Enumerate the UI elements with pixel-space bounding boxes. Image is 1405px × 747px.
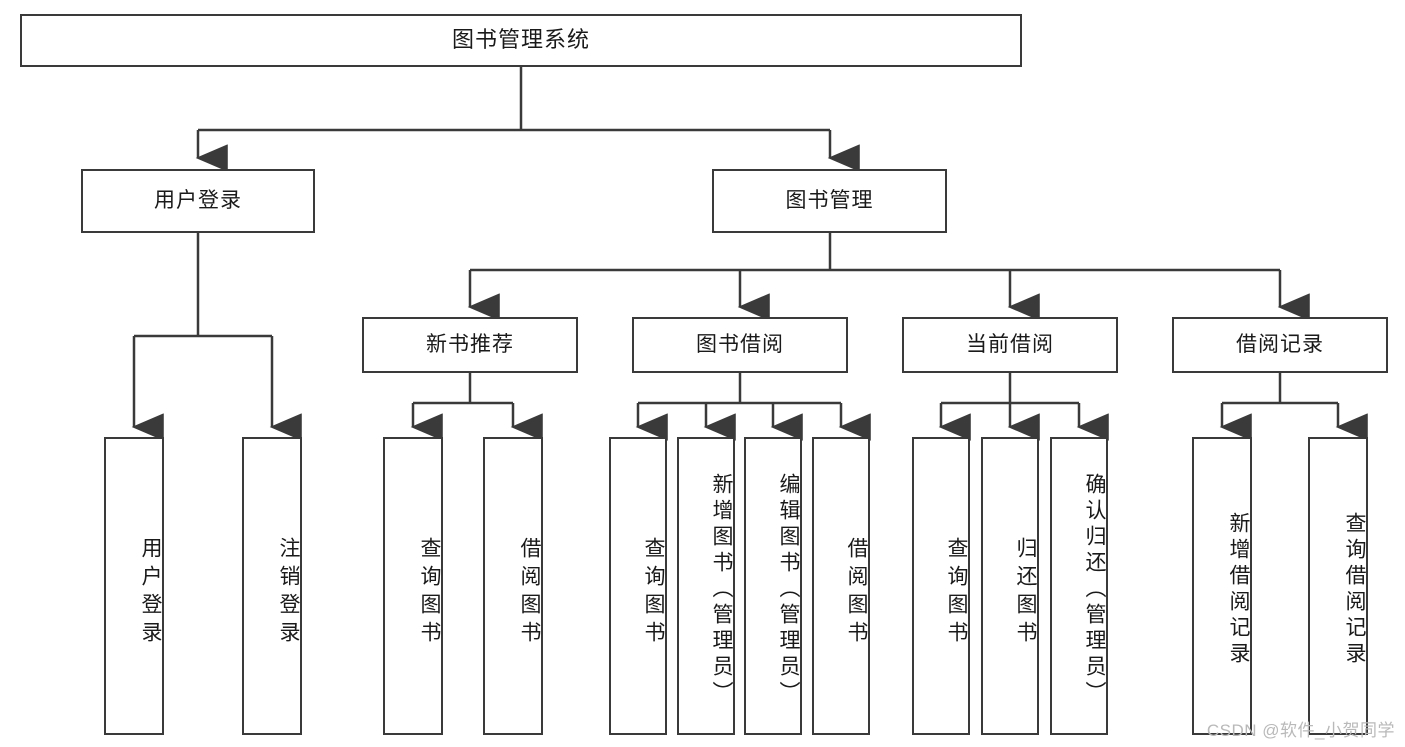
- node-book-management[interactable]: 图书管理: [712, 169, 947, 233]
- leaf-new-book-query[interactable]: 查询图书: [383, 437, 443, 735]
- leaf-current-return-book[interactable]: 归还图书: [981, 437, 1039, 735]
- csdn-watermark: CSDN @软件_小贺同学: [1206, 721, 1395, 740]
- leaf-record-add-record[interactable]: 新增借阅记录: [1192, 437, 1252, 735]
- leaf-current-confirm-return-admin[interactable]: 确认归还（管理员）: [1050, 437, 1108, 735]
- leaf-current-query-book[interactable]: 查询图书: [912, 437, 970, 735]
- node-user-login[interactable]: 用户登录: [81, 169, 315, 233]
- leaf-user-login-signout[interactable]: 注销登录: [242, 437, 302, 735]
- leaf-borrow-query-book[interactable]: 查询图书: [609, 437, 667, 735]
- leaf-user-login-signin[interactable]: 用户登录: [104, 437, 164, 735]
- node-current-borrow[interactable]: 当前借阅: [902, 317, 1118, 373]
- leaf-borrow-add-book-admin[interactable]: 新增图书（管理员）: [677, 437, 735, 735]
- node-borrow-record[interactable]: 借阅记录: [1172, 317, 1388, 373]
- leaf-record-query-record[interactable]: 查询借阅记录: [1308, 437, 1368, 735]
- leaf-new-book-borrow[interactable]: 借阅图书: [483, 437, 543, 735]
- leaf-borrow-edit-book-admin[interactable]: 编辑图书（管理员）: [744, 437, 802, 735]
- node-book-borrow[interactable]: 图书借阅: [632, 317, 848, 373]
- leaf-borrow-borrow-book[interactable]: 借阅图书: [812, 437, 870, 735]
- node-root-system[interactable]: 图书管理系统: [20, 14, 1022, 67]
- node-new-book-recommend[interactable]: 新书推荐: [362, 317, 578, 373]
